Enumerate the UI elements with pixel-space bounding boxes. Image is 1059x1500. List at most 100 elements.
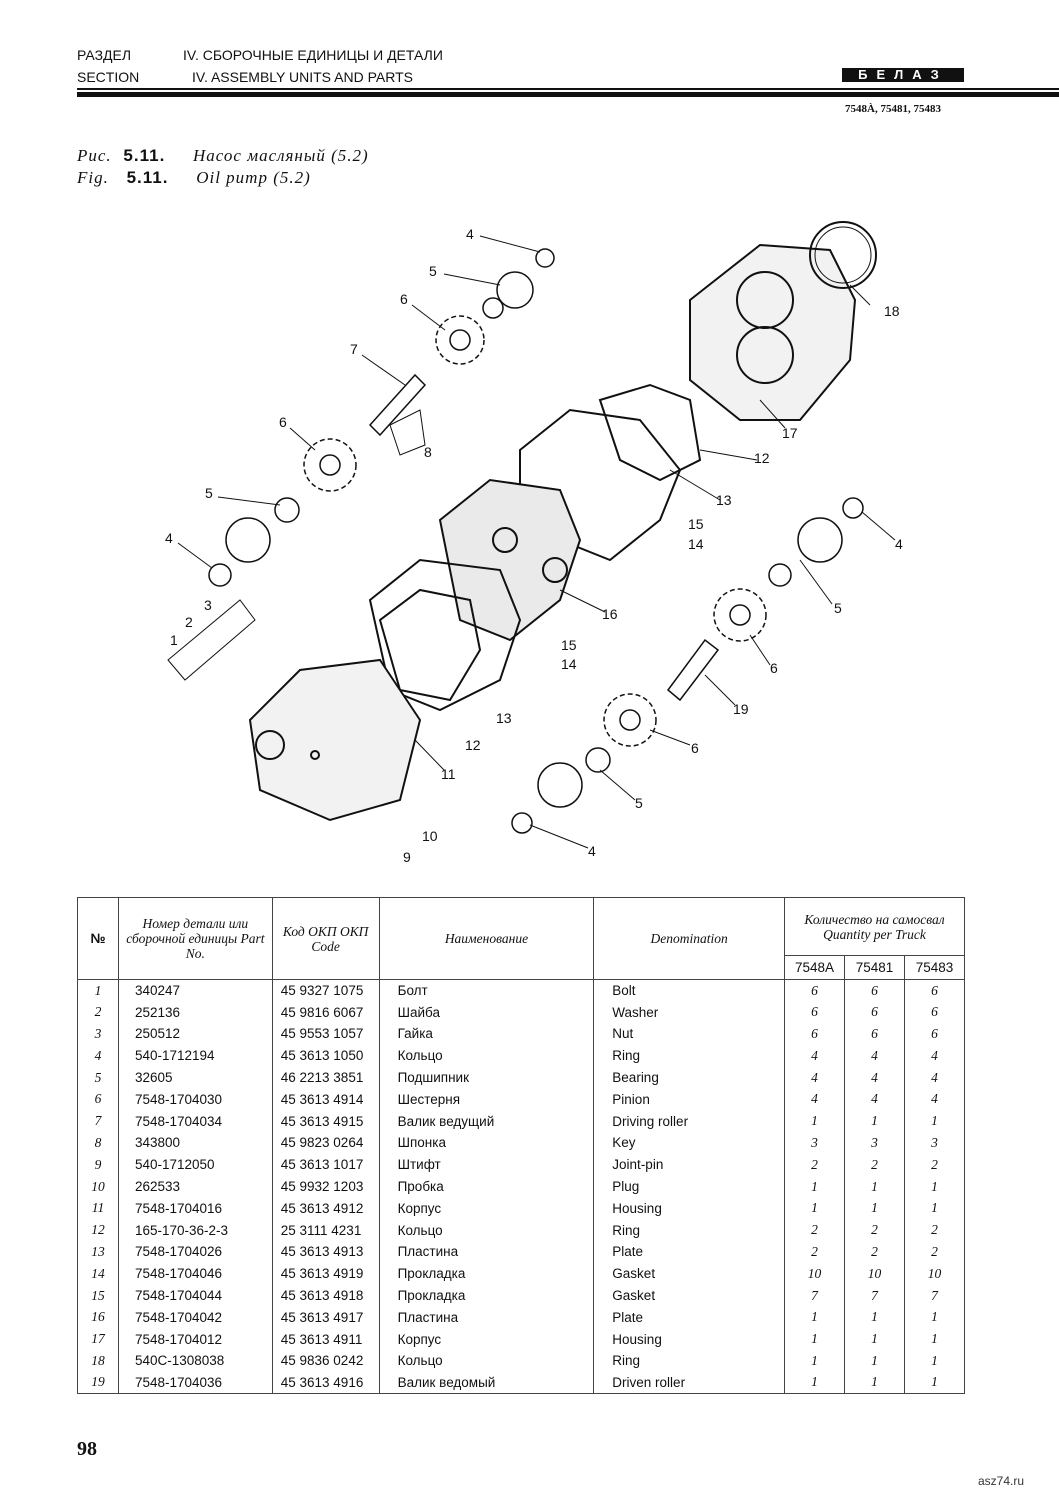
callout-label: 7 bbox=[350, 341, 358, 357]
leader-lines bbox=[177, 235, 896, 849]
belaz-logo: БЕЛАЗ bbox=[842, 68, 964, 82]
name-ru: Кольцо bbox=[378, 1350, 595, 1372]
item-no: 1 bbox=[77, 979, 119, 1002]
name-en: Driven roller bbox=[593, 1371, 786, 1395]
qty-7548a: 3 bbox=[784, 1132, 846, 1154]
callout-label: 6 bbox=[279, 414, 287, 430]
item-no: 6 bbox=[77, 1088, 119, 1111]
qty-7548a: 2 bbox=[784, 1241, 846, 1263]
figure-caption-en: Fig. 5.11. Oil pump (5.2) bbox=[77, 168, 311, 187]
callout-label: 4 bbox=[165, 530, 173, 546]
name-ru: Шестерня bbox=[378, 1088, 595, 1111]
col-header-no: № bbox=[77, 897, 119, 980]
qty-7548a: 6 bbox=[784, 979, 846, 1002]
qty-7548a: 4 bbox=[784, 1088, 846, 1111]
callout-label: 16 bbox=[602, 606, 618, 622]
callout-label: 17 bbox=[782, 425, 798, 441]
callout-label: 14 bbox=[688, 536, 704, 552]
callout-label: 12 bbox=[754, 450, 770, 466]
qty-7548a: 2 bbox=[784, 1153, 846, 1176]
col-header-model: 75481 bbox=[844, 955, 905, 980]
okp-code: 25 3111 4231 bbox=[271, 1219, 380, 1242]
qty-75481: 1 bbox=[844, 1371, 905, 1395]
callout-label: 13 bbox=[716, 492, 732, 508]
housing-17 bbox=[689, 243, 857, 421]
callout-label: 18 bbox=[884, 303, 900, 319]
bolt-bracket bbox=[167, 599, 256, 681]
qty-75481: 4 bbox=[844, 1088, 905, 1111]
part-no: 7548-1704026 bbox=[117, 1241, 273, 1263]
callout-label: 10 bbox=[422, 828, 438, 844]
qty-75481: 6 bbox=[844, 1001, 905, 1024]
item-no: 11 bbox=[77, 1197, 119, 1220]
qty-75481: 1 bbox=[844, 1175, 905, 1198]
qty-75483: 6 bbox=[903, 1023, 966, 1045]
okp-code: 45 9836 0242 bbox=[271, 1350, 380, 1372]
figure-caption-ru: Рис. 5.11. Насос масляный (5.2) bbox=[77, 146, 369, 165]
qty-75483: 2 bbox=[903, 1241, 966, 1263]
section-label-en: SECTION bbox=[77, 69, 140, 85]
qty-75481: 7 bbox=[844, 1284, 905, 1307]
qty-75481: 1 bbox=[844, 1328, 905, 1351]
callout-label: 4 bbox=[466, 226, 474, 242]
name-ru: Гайка bbox=[378, 1023, 595, 1045]
item-no: 13 bbox=[77, 1241, 119, 1263]
qty-75483: 4 bbox=[903, 1044, 966, 1067]
col-header-name-ru: Наименование bbox=[378, 897, 595, 980]
okp-code: 45 9553 1057 bbox=[271, 1023, 380, 1045]
item-no: 7 bbox=[77, 1110, 119, 1133]
part-no: 340247 bbox=[117, 979, 273, 1002]
callout-label: 15 bbox=[688, 516, 704, 532]
rollers bbox=[368, 373, 720, 702]
ring-18 bbox=[809, 221, 877, 289]
col-header-model: 75483 bbox=[903, 955, 966, 980]
callout-label: 14 bbox=[561, 656, 577, 672]
qty-75483: 1 bbox=[903, 1110, 966, 1133]
callout-label: 15 bbox=[561, 637, 577, 653]
name-ru: Валик ведущий bbox=[378, 1110, 595, 1133]
name-en: Key bbox=[593, 1132, 786, 1154]
part-no: 540-1712050 bbox=[117, 1153, 273, 1176]
name-en: Plate bbox=[593, 1241, 786, 1263]
okp-code: 45 3613 4917 bbox=[271, 1306, 380, 1329]
part-no: 7548-1704016 bbox=[117, 1197, 273, 1220]
section-label-ru: РАЗДЕЛ bbox=[77, 47, 132, 63]
name-en: Ring bbox=[593, 1044, 786, 1067]
item-no: 17 bbox=[77, 1328, 119, 1351]
name-en: Joint-pin bbox=[593, 1153, 786, 1176]
okp-code: 45 9327 1075 bbox=[271, 979, 380, 1002]
item-no: 2 bbox=[77, 1001, 119, 1024]
name-en: Pinion bbox=[593, 1088, 786, 1111]
part-no: 7548-1704044 bbox=[117, 1284, 273, 1307]
qty-75481: 6 bbox=[844, 1023, 905, 1045]
item-no: 10 bbox=[77, 1175, 119, 1198]
item-no: 16 bbox=[77, 1306, 119, 1329]
name-en: Housing bbox=[593, 1197, 786, 1220]
bearings-and-rings bbox=[208, 248, 864, 834]
part-no: 7548-1704030 bbox=[117, 1088, 273, 1111]
qty-75483: 1 bbox=[903, 1371, 966, 1395]
qty-75481: 1 bbox=[844, 1306, 905, 1329]
qty-75481: 2 bbox=[844, 1153, 905, 1176]
qty-75483: 6 bbox=[903, 979, 966, 1002]
name-en: Plug bbox=[593, 1175, 786, 1198]
header-rule-thin bbox=[77, 88, 1059, 90]
name-en: Driving roller bbox=[593, 1110, 786, 1133]
qty-75483: 6 bbox=[903, 1001, 966, 1024]
part-no: 540C-1308038 bbox=[117, 1350, 273, 1372]
callout-label: 9 bbox=[403, 849, 411, 865]
name-ru: Шайба bbox=[378, 1001, 595, 1024]
okp-code: 45 3613 4913 bbox=[271, 1241, 380, 1263]
part-no: 7548-1704036 bbox=[117, 1371, 273, 1395]
